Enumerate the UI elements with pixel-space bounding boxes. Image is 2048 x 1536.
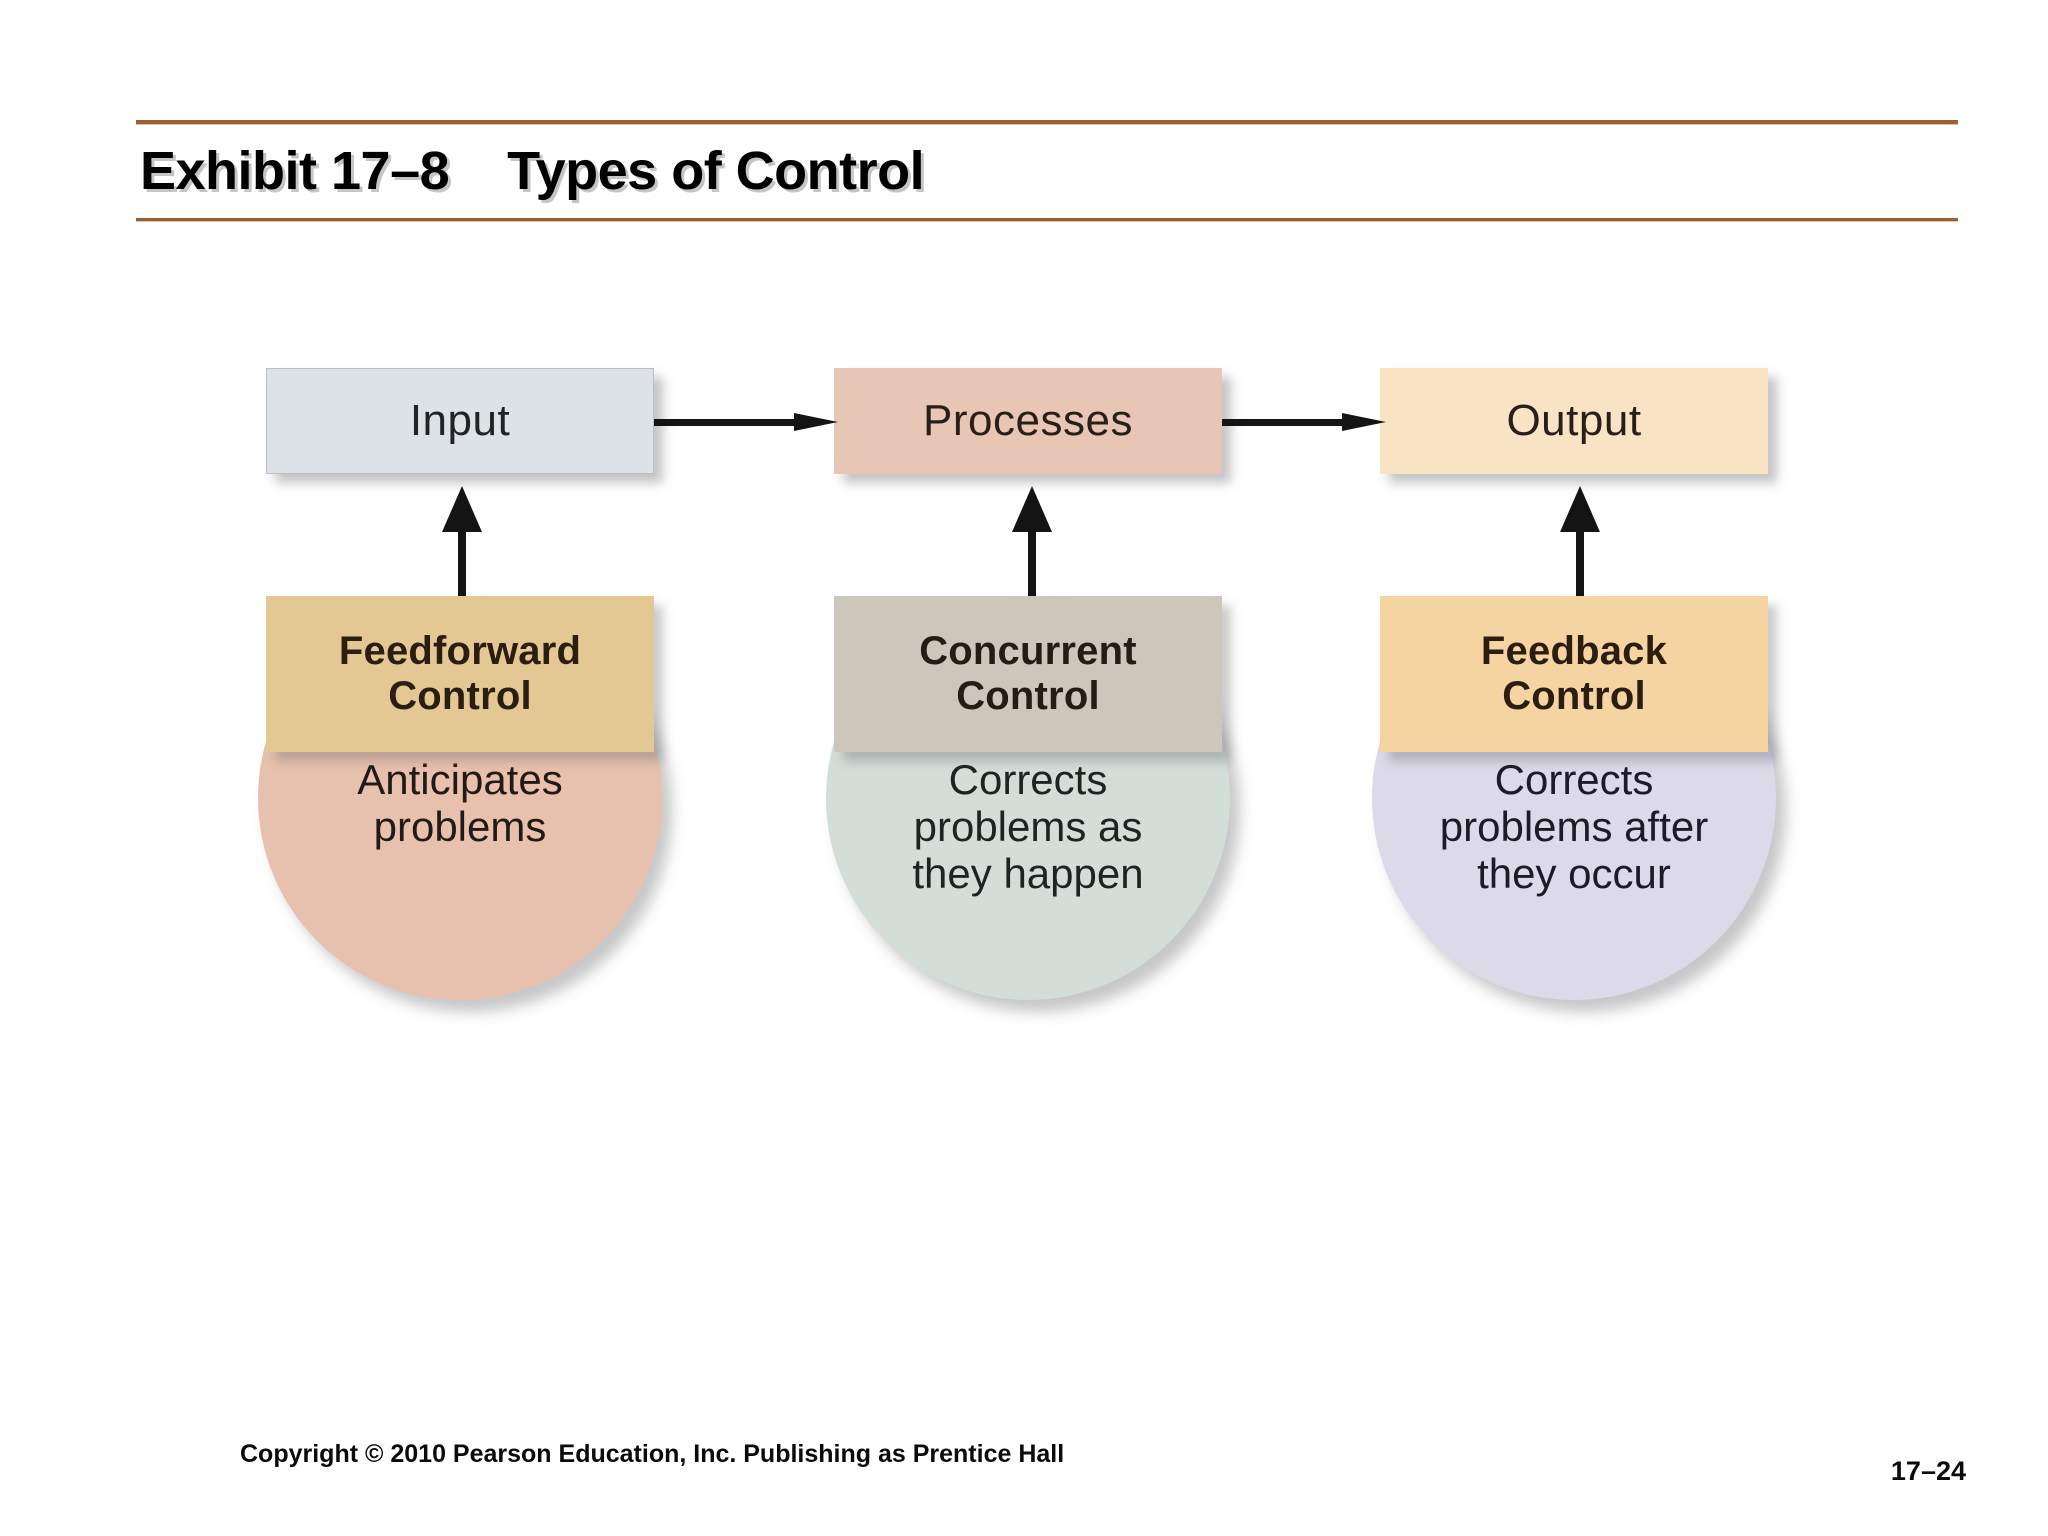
arrow-right-icon-input-to-processes bbox=[654, 413, 838, 431]
flow-box-input: Input bbox=[266, 368, 654, 474]
arrow-up-icon-concurrent-to-processes bbox=[1012, 486, 1052, 596]
header-rule-bottom bbox=[136, 218, 1958, 222]
flow-box-input-label: Input bbox=[409, 396, 511, 445]
control-header-label-concurrent: Concurrent Control bbox=[919, 629, 1137, 718]
arrow-shaft bbox=[458, 516, 466, 596]
page-title: Exhibit 17–8 Types of Control bbox=[140, 141, 925, 201]
arrow-head bbox=[1560, 486, 1600, 532]
arrow-head bbox=[1342, 413, 1386, 431]
flow-box-output-label: Output bbox=[1506, 396, 1642, 445]
arrow-head bbox=[1012, 486, 1052, 532]
control-header-label-feedforward: Feedforward Control bbox=[338, 629, 582, 718]
footer-page-number: 17–24 bbox=[1890, 1456, 1966, 1486]
control-description-feedforward: Anticipates problems bbox=[357, 756, 563, 851]
control-header-label-feedback: Feedback Control bbox=[1480, 629, 1668, 718]
arrow-shaft bbox=[1028, 516, 1036, 596]
footer-copyright: Copyright © 2010 Pearson Education, Inc.… bbox=[240, 1440, 1065, 1468]
header-rule-top bbox=[136, 120, 1958, 125]
flow-box-processes: Processes bbox=[834, 368, 1222, 474]
arrow-shaft bbox=[1576, 516, 1584, 596]
control-description-concurrent: Corrects problems as they happen bbox=[912, 756, 1144, 898]
arrow-head bbox=[442, 486, 482, 532]
flow-box-output: Output bbox=[1380, 368, 1768, 474]
control-header-feedback: Feedback Control bbox=[1380, 596, 1768, 752]
arrow-shaft bbox=[654, 419, 804, 426]
arrow-shaft bbox=[1222, 419, 1352, 426]
control-header-feedforward: Feedforward Control bbox=[266, 596, 654, 752]
arrow-head bbox=[794, 413, 838, 431]
arrow-up-icon-feedforward-to-input bbox=[442, 486, 482, 596]
arrow-up-icon-feedback-to-output bbox=[1560, 486, 1600, 596]
flow-box-processes-label: Processes bbox=[923, 396, 1133, 445]
control-description-feedback: Corrects problems after they occur bbox=[1439, 756, 1709, 898]
arrow-right-icon-processes-to-output bbox=[1222, 413, 1386, 431]
control-header-concurrent: Concurrent Control bbox=[834, 596, 1222, 752]
